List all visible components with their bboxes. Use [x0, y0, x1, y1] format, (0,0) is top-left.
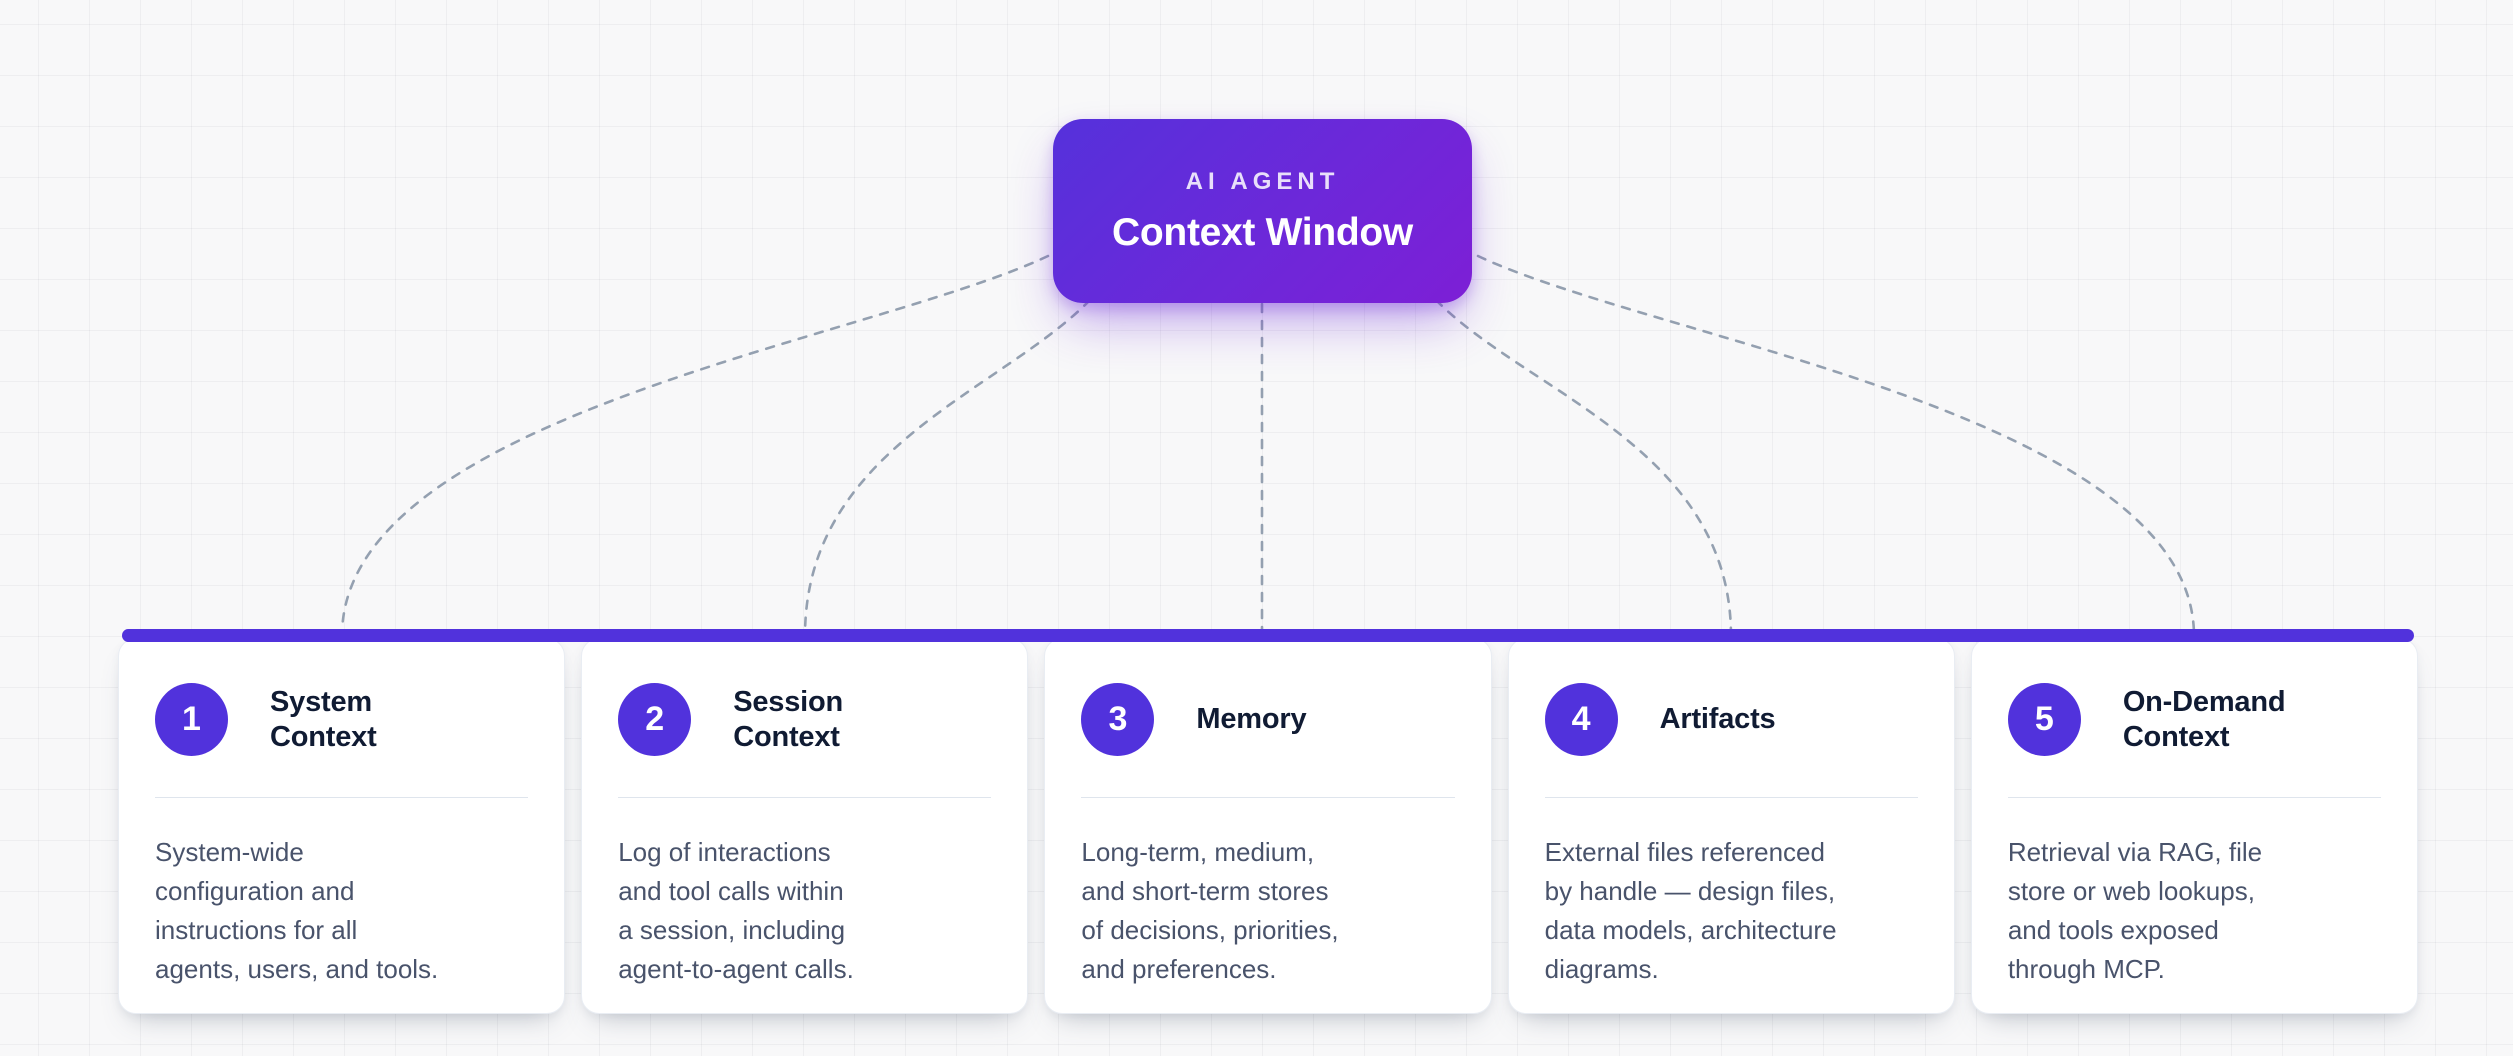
card-system-context: 1 System Context System-wide configurati…	[118, 638, 566, 1014]
card-divider	[1081, 797, 1455, 798]
card-divider	[1544, 797, 1918, 798]
card-on-demand-context: 5 On-Demand Context Retrieval via RAG, f…	[1970, 638, 2419, 1014]
card-description: Log of interactions and tool calls withi…	[618, 837, 854, 984]
card-header: 2 Session Context	[618, 683, 991, 756]
hub-title: Context Window	[1112, 210, 1413, 254]
step-number-badge: 5	[2007, 683, 2081, 756]
connector-line-5	[1476, 254, 2196, 638]
step-number-badge: 4	[1544, 683, 1618, 756]
accent-top-bar	[122, 629, 2414, 642]
card-header: 1 System Context	[155, 683, 528, 756]
step-number-badge: 3	[1081, 683, 1155, 756]
card-description: External files referenced by handle — de…	[1544, 837, 1837, 984]
step-number-badge: 1	[155, 683, 228, 756]
hub-eyebrow-label: AI AGENT	[1185, 167, 1340, 195]
card-description: Retrieval via RAG, file store or web loo…	[2007, 837, 2263, 984]
card-header: 4 Artifacts	[1544, 683, 1918, 756]
context-window-hub: AI AGENT Context Window	[1053, 119, 1472, 303]
card-divider	[2007, 797, 2382, 798]
card-title: System Context	[270, 685, 377, 753]
connector-line-2	[803, 298, 1092, 638]
card-title: On-Demand Context	[2122, 685, 2286, 753]
card-divider	[618, 797, 992, 798]
card-title: Artifacts	[1659, 703, 1776, 735]
card-description: Long-term, medium, and short-term stores…	[1081, 837, 1339, 984]
card-session-context: 2 Session Context Log of interactions an…	[581, 638, 1029, 1014]
card-header: 3 Memory	[1081, 683, 1454, 756]
card-memory: 3 Memory Long-term, medium, and short-te…	[1044, 638, 1492, 1014]
context-cards-row: 1 System Context System-wide configurati…	[118, 629, 2419, 1014]
card-artifacts: 4 Artifacts External files referenced by…	[1507, 638, 1955, 1014]
card-description: System-wide configuration and instructio…	[155, 837, 439, 984]
connector-line-4	[1434, 298, 1733, 638]
step-number-badge: 2	[618, 683, 692, 756]
card-title: Session Context	[733, 685, 844, 753]
card-header: 5 On-Demand Context	[2007, 683, 2381, 756]
connector-line-1	[340, 254, 1050, 638]
card-divider	[155, 797, 529, 798]
card-title: Memory	[1196, 703, 1307, 735]
